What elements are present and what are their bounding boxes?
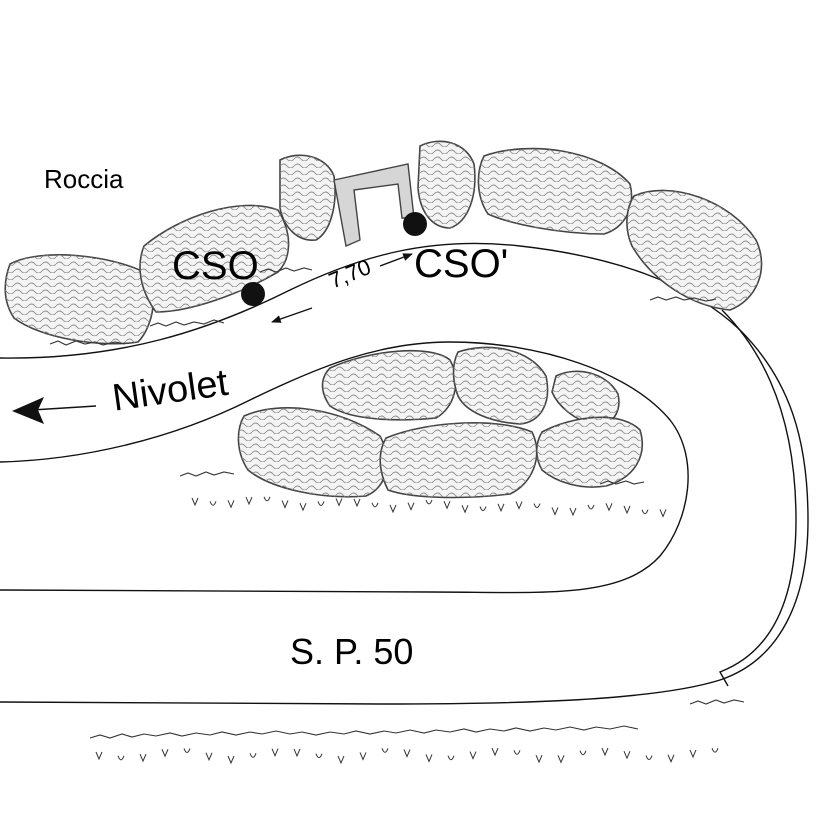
ground-line: [689, 699, 745, 705]
rock-boulder: [478, 148, 632, 234]
vegetation-mark: [491, 747, 499, 757]
vegetation-mark: [667, 754, 675, 764]
vegetation-mark: [139, 753, 147, 763]
station-label-cso: CSO: [172, 244, 259, 288]
rock-boulder: [322, 350, 456, 420]
rock-boulder: [552, 371, 619, 426]
vegetation-mark: [317, 501, 325, 506]
inner-road-edge: [0, 341, 689, 594]
vegetation-mark: [227, 755, 235, 765]
vegetation-mark: [689, 749, 697, 759]
vegetation-mark: [533, 503, 541, 509]
vegetation-mark: [601, 747, 609, 757]
vegetation-mark: [479, 506, 487, 512]
road-edges: [0, 242, 809, 705]
vegetation-mark: [249, 753, 257, 758]
vegetation-mark: [579, 750, 587, 756]
rock-boulder: [453, 347, 548, 424]
vegetation-mark: [335, 498, 343, 507]
outer-curb: [718, 309, 797, 687]
vegetation-mark: [587, 504, 595, 510]
vegetation-mark: [337, 755, 345, 765]
vegetation-mark: [389, 504, 397, 514]
vegetation-mark: [315, 753, 323, 759]
vegetation-mark: [227, 500, 235, 509]
vegetation-mark: [371, 502, 379, 508]
vegetation-mark: [281, 500, 289, 509]
vegetation-mark: [645, 755, 653, 761]
rock-boulder: [5, 254, 154, 344]
rock-boulder: [238, 407, 388, 497]
vegetation-mark: [557, 755, 565, 764]
vegetation-mark: [535, 754, 543, 764]
vegetation-mark: [447, 755, 455, 761]
direction-arrow: [12, 397, 97, 424]
ground-line: [649, 296, 717, 302]
vegetation-mark: [95, 751, 103, 761]
vegetation-mark: [497, 503, 505, 513]
rock-boulder: [280, 155, 336, 241]
concrete-structure: [333, 163, 415, 247]
vegetation-mark: [515, 501, 523, 510]
station-marker-cso-prime: [403, 212, 427, 236]
vegetation-mark: [425, 754, 433, 763]
vegetation-mark: [623, 505, 631, 515]
vegetation-mark: [263, 496, 271, 502]
upper-road-edge: [0, 242, 809, 705]
vegetation-mark: [623, 750, 631, 760]
distance-arrow-right: [379, 253, 413, 267]
vegetation-mark: [605, 503, 613, 512]
rock-group-inner: [237, 346, 644, 499]
rock-label: Roccia: [44, 164, 124, 194]
ground-line: [179, 471, 235, 477]
ground-line: [49, 340, 126, 346]
ground-line: [599, 480, 645, 485]
vegetation-mark: [161, 749, 169, 758]
vegetation-mark: [443, 501, 451, 510]
vegetation-mark: [245, 496, 253, 506]
vegetation-mark: [425, 499, 433, 505]
vegetation-mark: [209, 501, 217, 506]
vegetation-mark: [461, 505, 469, 514]
distance-arrow-left: [271, 307, 313, 323]
rock-boulder: [380, 422, 537, 498]
vegetation-mark: [659, 509, 667, 518]
rock-boulder: [536, 417, 643, 488]
vegetation-mark: [407, 502, 415, 511]
ground-line: [259, 267, 313, 273]
vegetation-mark: [381, 748, 389, 753]
rock-boulder: [418, 141, 475, 228]
vegetation-mark: [569, 507, 577, 517]
direction-arrow-head: [12, 397, 44, 424]
structure-outline: [333, 163, 415, 247]
vegetation-mark: [513, 750, 521, 755]
vegetation-mark: [191, 497, 199, 507]
vegetation-marks: [95, 496, 719, 765]
ground-line: [149, 319, 225, 327]
rock-group-upper: [4, 140, 763, 345]
vegetation-mark: [299, 502, 307, 512]
road-label: S. P. 50: [290, 631, 414, 672]
vegetation-mark: [711, 747, 719, 753]
vegetation-mark: [293, 748, 301, 758]
vegetation-mark: [205, 752, 213, 762]
rock-boulder: [626, 190, 762, 310]
station-marker-cso: [241, 282, 265, 306]
vegetation-mark: [359, 752, 367, 761]
vegetation-mark: [641, 509, 649, 515]
vegetation-mark: [271, 748, 279, 757]
vegetation-mark: [403, 749, 411, 758]
vegetation-mark: [353, 498, 361, 508]
vegetation-mark: [117, 755, 125, 761]
ground-texture: [49, 267, 745, 739]
vegetation-mark: [551, 507, 559, 516]
vegetation-mark: [469, 751, 477, 760]
station-label-cso-prime: CSO': [414, 242, 509, 286]
direction-arrow-shaft: [31, 405, 97, 411]
vegetation-mark: [183, 748, 191, 753]
ground-line: [89, 725, 639, 739]
